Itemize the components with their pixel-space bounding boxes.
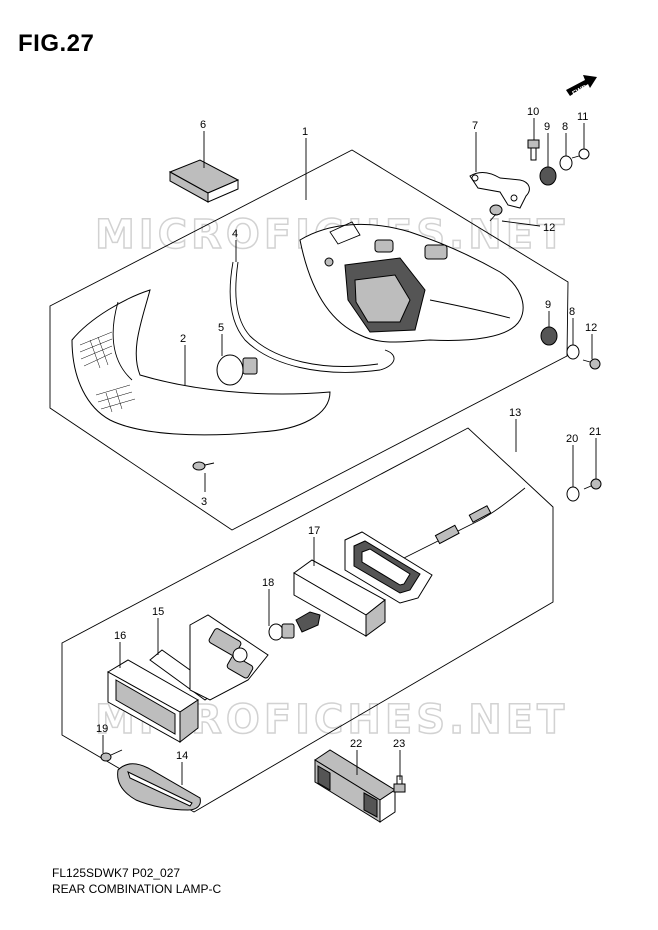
license-lens-part bbox=[107, 659, 199, 744]
callout-2: 2 bbox=[180, 333, 186, 345]
figure-title: FIG.27 bbox=[18, 30, 95, 57]
callout-1: 1 bbox=[302, 126, 308, 138]
socket-plate-part bbox=[149, 614, 269, 701]
callout-15: 15 bbox=[152, 606, 164, 618]
gasket-cord-inner bbox=[235, 261, 379, 367]
callout-10: 10 bbox=[527, 106, 539, 118]
callout-4: 4 bbox=[232, 228, 238, 240]
callout-9-upper: 9 bbox=[544, 121, 550, 133]
callout-6: 6 bbox=[200, 119, 206, 131]
grommet-part-lower bbox=[540, 326, 558, 346]
callout-5: 5 bbox=[218, 322, 224, 334]
screw-part-19 bbox=[100, 749, 123, 762]
figure-name: REAR COMBINATION LAMP-C bbox=[52, 882, 222, 896]
callout-16: 16 bbox=[114, 630, 126, 642]
foam-seal-part bbox=[293, 559, 386, 637]
upper-assembly-panel bbox=[49, 149, 569, 531]
callout-18: 18 bbox=[262, 577, 274, 589]
screw-part-12-upper bbox=[489, 204, 503, 222]
callout-23: 23 bbox=[393, 738, 405, 750]
callout-3: 3 bbox=[201, 496, 207, 508]
figure-code: FL125SDWK7 P02_027 bbox=[52, 866, 181, 880]
callout-8-lower: 8 bbox=[569, 306, 575, 318]
callout-8-upper: 8 bbox=[562, 121, 568, 133]
bracket-part bbox=[469, 171, 530, 209]
bolt-part-10 bbox=[527, 139, 540, 161]
callout-21: 21 bbox=[589, 426, 601, 438]
washer-part-lower bbox=[566, 344, 580, 360]
lower-assembly-panel bbox=[61, 427, 554, 813]
callout-12-upper: 12 bbox=[543, 222, 555, 234]
screw-part-3 bbox=[192, 461, 215, 471]
nut-part-23 bbox=[393, 775, 406, 793]
callout-13: 13 bbox=[509, 407, 521, 419]
callout-11: 11 bbox=[577, 111, 588, 123]
washer-part-20 bbox=[566, 486, 580, 502]
callout-labels: 1 2 3 4 5 6 7 8 8 9 9 10 11 12 12 13 14 … bbox=[96, 106, 601, 762]
washer-part-upper bbox=[559, 155, 573, 171]
grommet-part-upper bbox=[539, 166, 557, 186]
bulb-part bbox=[216, 354, 258, 386]
lamp-body-part bbox=[299, 221, 524, 343]
callout-17: 17 bbox=[308, 525, 320, 537]
callout-12-lower: 12 bbox=[585, 322, 597, 334]
screw-part-12-lower bbox=[582, 358, 601, 370]
lens-cover-part bbox=[117, 763, 201, 811]
callout-19: 19 bbox=[96, 723, 108, 735]
label-block-part bbox=[168, 159, 240, 203]
callout-22: 22 bbox=[350, 738, 362, 750]
screw-part-11 bbox=[571, 148, 590, 160]
reflector-part bbox=[314, 749, 396, 823]
license-bracket-part bbox=[344, 531, 433, 604]
callout-14: 14 bbox=[176, 750, 188, 762]
callout-20: 20 bbox=[566, 433, 578, 445]
wire-harness-part bbox=[389, 487, 526, 566]
callout-9-lower: 9 bbox=[545, 299, 551, 311]
small-bulb-part bbox=[268, 611, 321, 641]
leader-lines bbox=[102, 118, 597, 785]
fwd-arrow-icon: FWD bbox=[566, 75, 597, 98]
screw-part-21 bbox=[583, 478, 602, 490]
gasket-cord-part bbox=[229, 261, 395, 373]
callout-7: 7 bbox=[472, 120, 478, 132]
lens-housing-part bbox=[71, 289, 331, 436]
